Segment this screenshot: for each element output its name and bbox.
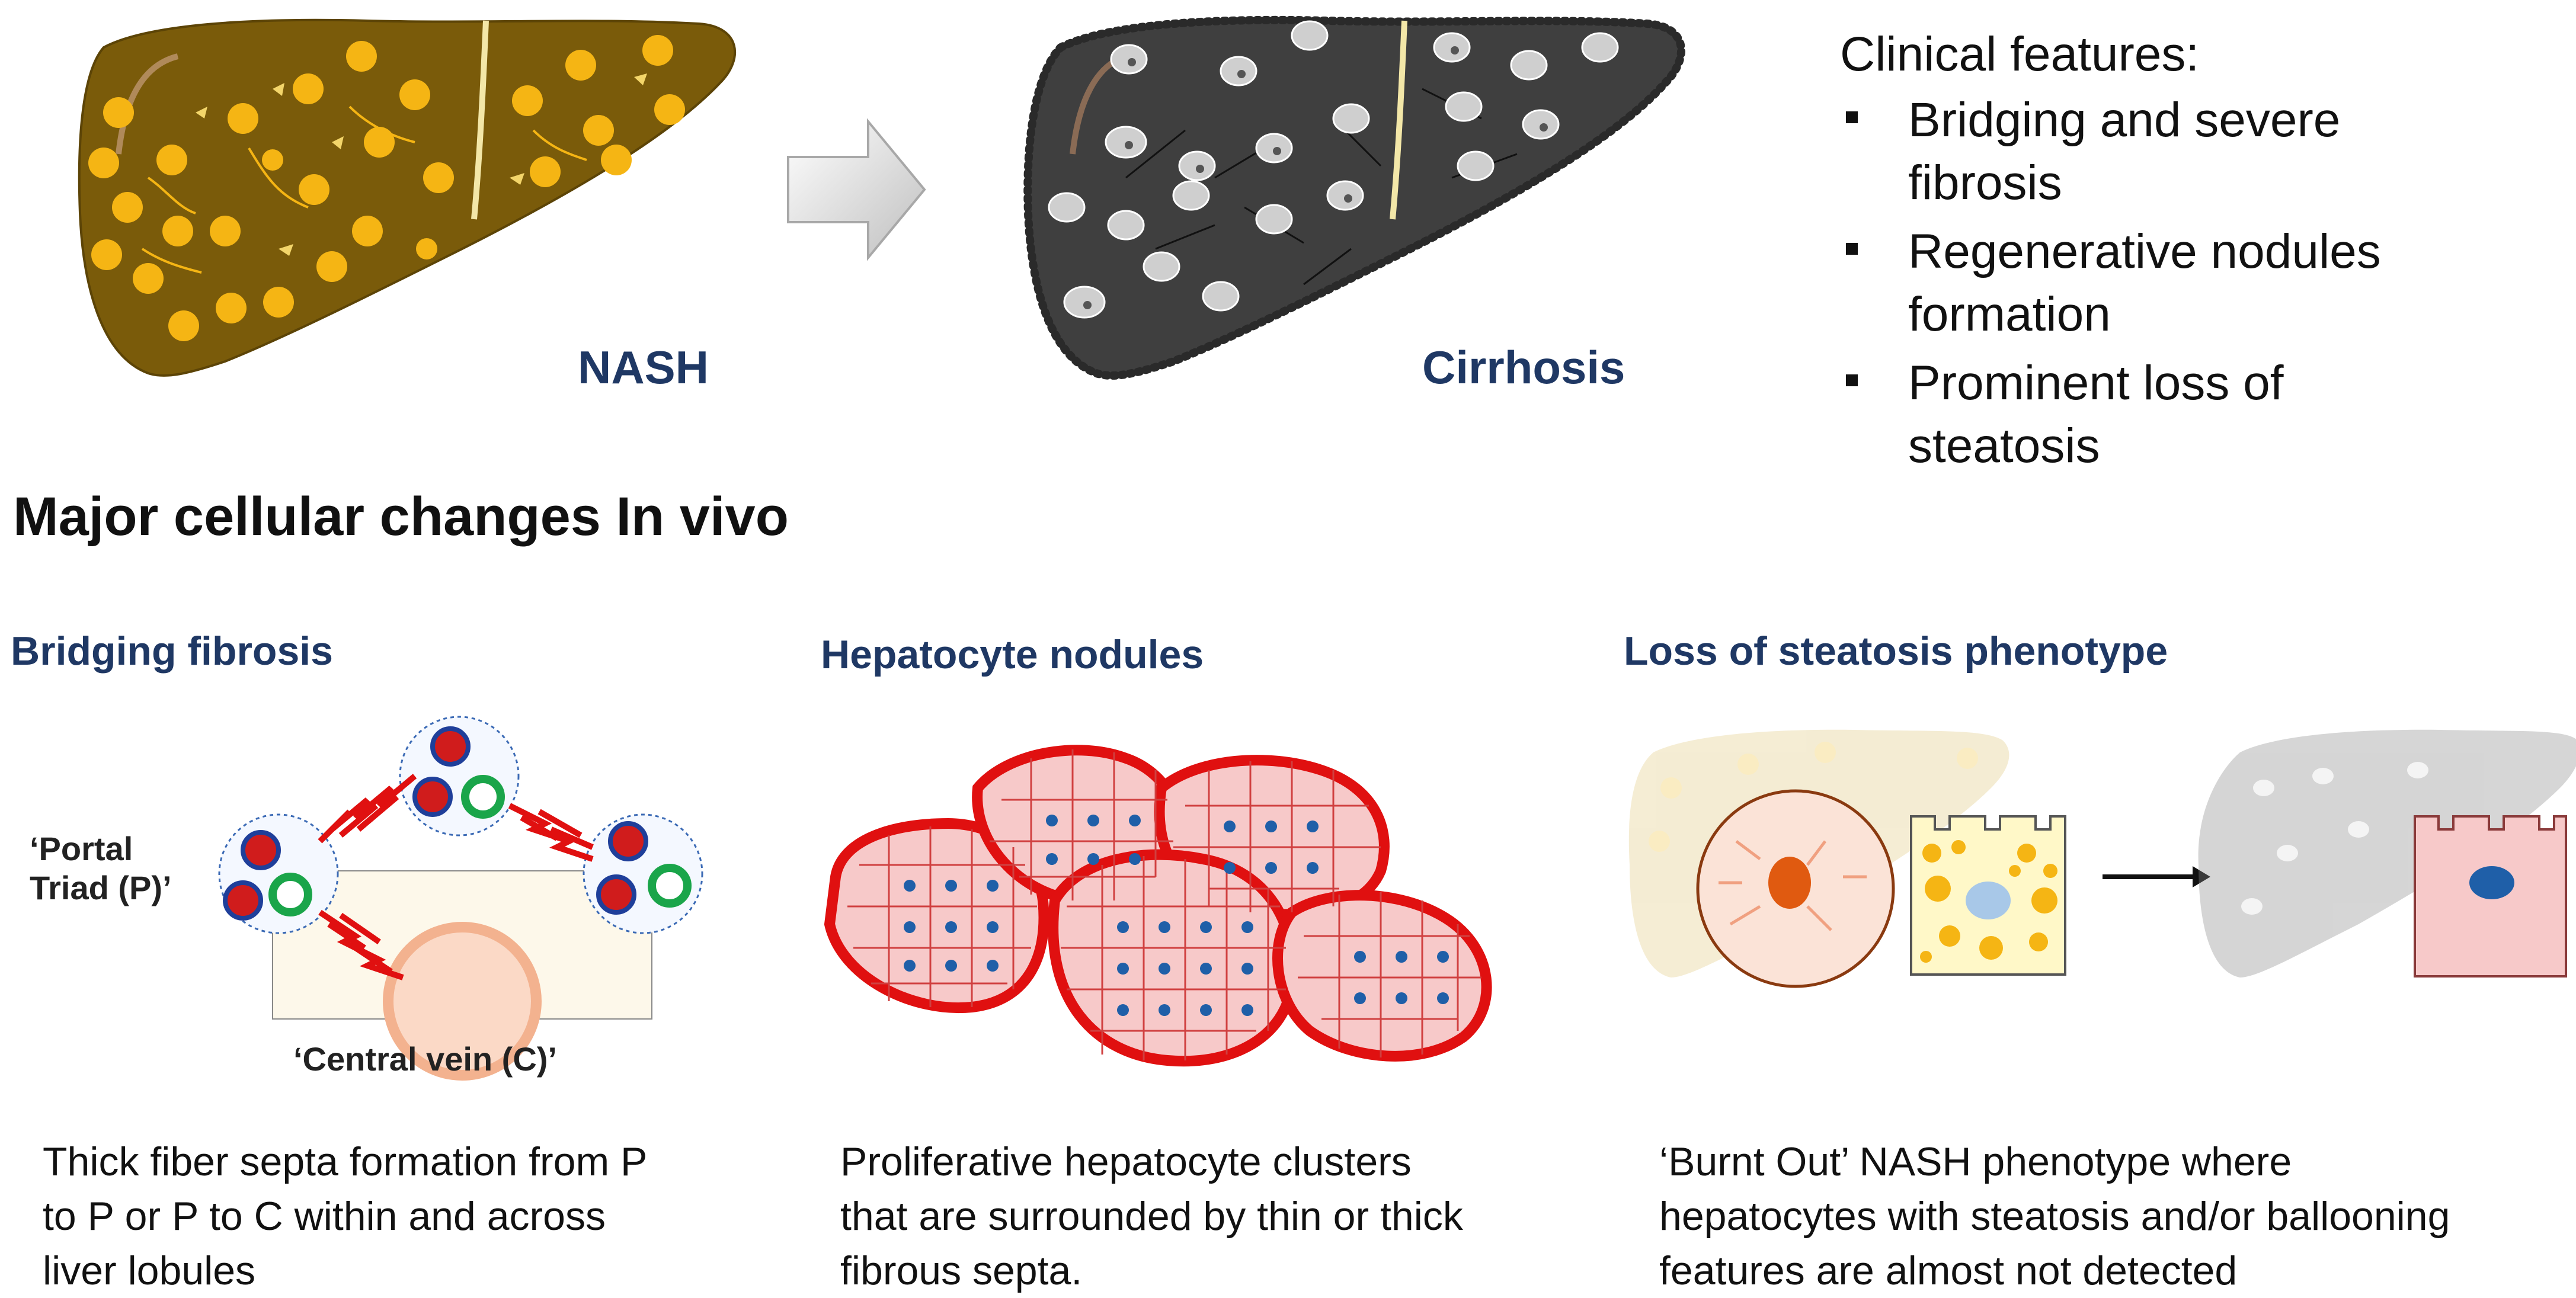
major-changes-title: Major cellular changes In vivo bbox=[13, 486, 789, 547]
portal-triad-label: ‘Portal Triad (P)’ bbox=[30, 830, 172, 906]
portal-triad-right bbox=[583, 813, 703, 934]
bridging-fibrosis-diagram bbox=[218, 716, 703, 1081]
hepatocyte-nodules-diagram bbox=[824, 745, 1492, 1067]
clinical-item-3: Prominent loss of steatosis bbox=[1908, 356, 2284, 473]
bullet-icon bbox=[1846, 243, 1858, 255]
progression-arrow bbox=[787, 118, 926, 261]
steatotic-hepatocyte bbox=[1910, 815, 2066, 976]
central-vein-label: ‘Central vein (C)’ bbox=[293, 1040, 557, 1078]
clinical-item-2: Regenerative nodules formation bbox=[1908, 225, 2381, 341]
bridging-fibrosis-title: Bridging fibrosis bbox=[11, 629, 333, 674]
portal-triad-top bbox=[399, 716, 520, 837]
cirrhosis-label: Cirrhosis bbox=[1422, 341, 1625, 393]
bridging-caption: Thick fiber septa formation from P to P … bbox=[43, 1139, 648, 1293]
hepatocyte-nodules-title: Hepatocyte nodules bbox=[821, 632, 1204, 677]
clinical-features-title: Clinical features: bbox=[1840, 27, 2200, 81]
cell-grid bbox=[847, 749, 1481, 1060]
nash-liver-illustration bbox=[78, 18, 737, 377]
loss-of-steatosis-title: Loss of steatosis phenotype bbox=[1624, 629, 2168, 674]
loss-of-steatosis-diagram bbox=[1628, 729, 2576, 988]
faded-cirrhosis-liver bbox=[2198, 729, 2576, 977]
steatosis-caption: ‘Burnt Out’ NASH phenotype where hepatoc… bbox=[1659, 1139, 2450, 1293]
transition-arrow bbox=[2103, 866, 2210, 887]
nodules-caption: Proliferative hepatocyte clusters that a… bbox=[840, 1139, 1463, 1293]
ballooned-hepatocyte bbox=[1696, 789, 1895, 988]
bullet-icon bbox=[1846, 111, 1858, 123]
normal-hepatocyte bbox=[2414, 815, 2567, 977]
portal-triad-left bbox=[218, 813, 339, 934]
nash-label: NASH bbox=[578, 341, 709, 393]
cirrhosis-liver-illustration bbox=[1023, 15, 1685, 380]
bullet-icon bbox=[1846, 374, 1858, 386]
nuclei bbox=[904, 815, 1449, 1016]
fiber-septa bbox=[318, 774, 594, 980]
clinical-item-1: Bridging and severe fibrosis bbox=[1908, 93, 2341, 210]
